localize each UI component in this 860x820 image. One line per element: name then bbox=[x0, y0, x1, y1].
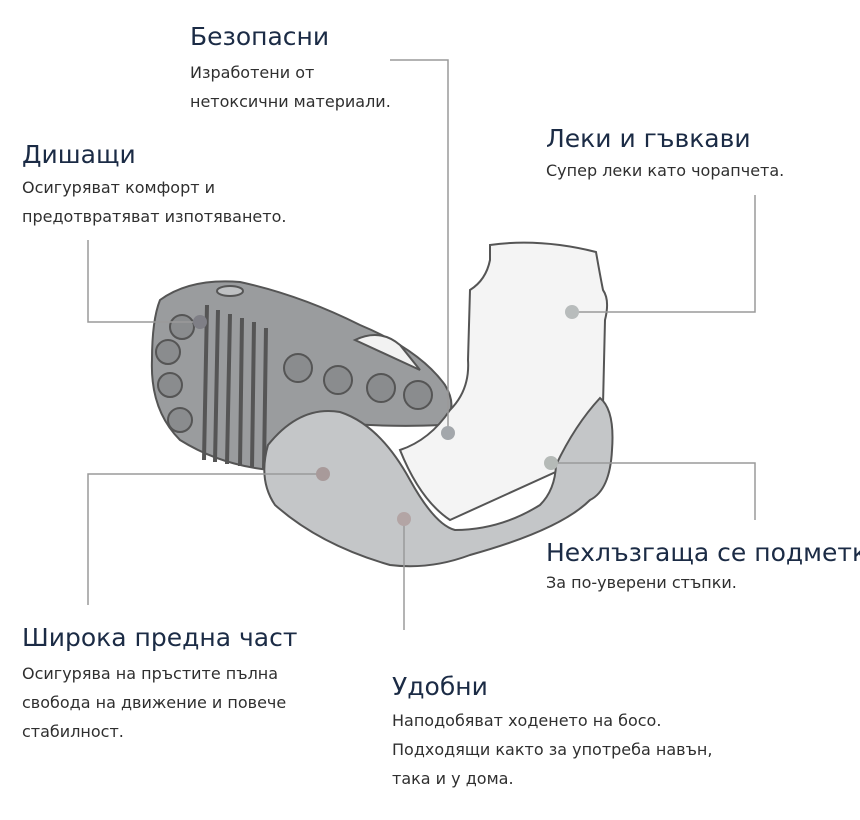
marker-nonslip-dot bbox=[544, 456, 558, 470]
sole-treads bbox=[155, 304, 433, 471]
feature-title: Безопасни bbox=[190, 22, 330, 51]
feature-wide-toe: Широка предна част Осигурява на пръстите… bbox=[22, 623, 297, 746]
feature-text: свобода на движение и повече bbox=[22, 693, 287, 712]
marker-comfortable-dot bbox=[397, 512, 411, 526]
feature-text: Наподобяват ходенето на босо. bbox=[392, 711, 662, 730]
marker-wide-toe-dot bbox=[316, 467, 330, 481]
feature-title: Дишащи bbox=[22, 140, 136, 169]
marker-light-dot bbox=[565, 305, 579, 319]
toe-cap-shape bbox=[263, 396, 614, 568]
feature-text: За по-уверени стъпки. bbox=[546, 573, 737, 592]
feature-text: нетоксични материали. bbox=[190, 92, 391, 111]
feature-text: Супер леки като чорапчета. bbox=[546, 161, 785, 180]
feature-safe: Безопасни Изработени от нетоксични матер… bbox=[190, 22, 391, 116]
feature-text: Изработени от bbox=[190, 63, 315, 82]
feature-text: така и у дома. bbox=[392, 769, 514, 788]
feature-breathable: Дишащи Осигуряват комфорт и предотвратяв… bbox=[22, 140, 286, 231]
feature-text: стабилност. bbox=[22, 722, 124, 741]
feature-text: Осигуряват комфорт и bbox=[22, 178, 216, 197]
feature-title: Леки и гъвкави bbox=[546, 124, 751, 153]
feature-title: Нехлъзгаща се подметка bbox=[546, 538, 860, 567]
feature-text: Осигурява на пръстите пълна bbox=[22, 664, 279, 683]
feature-title: Удобни bbox=[392, 672, 488, 701]
leader-lines bbox=[87, 59, 756, 630]
sock-shape bbox=[398, 241, 609, 522]
feature-light: Леки и гъвкави Супер леки като чорапчета… bbox=[546, 124, 784, 185]
marker-safe-dot bbox=[441, 426, 455, 440]
feature-text: Подходящи както за употреба навън, bbox=[392, 740, 713, 759]
feature-text: предотвратяват изпотяването. bbox=[22, 207, 287, 226]
feature-nonslip: Нехлъзгаща се подметка За по-уверени стъ… bbox=[546, 538, 860, 597]
marker-breathable-dot bbox=[193, 315, 207, 329]
feature-title: Широка предна част bbox=[22, 623, 298, 652]
feature-comfortable: Удобни Наподобяват ходенето на босо. Под… bbox=[392, 672, 712, 793]
